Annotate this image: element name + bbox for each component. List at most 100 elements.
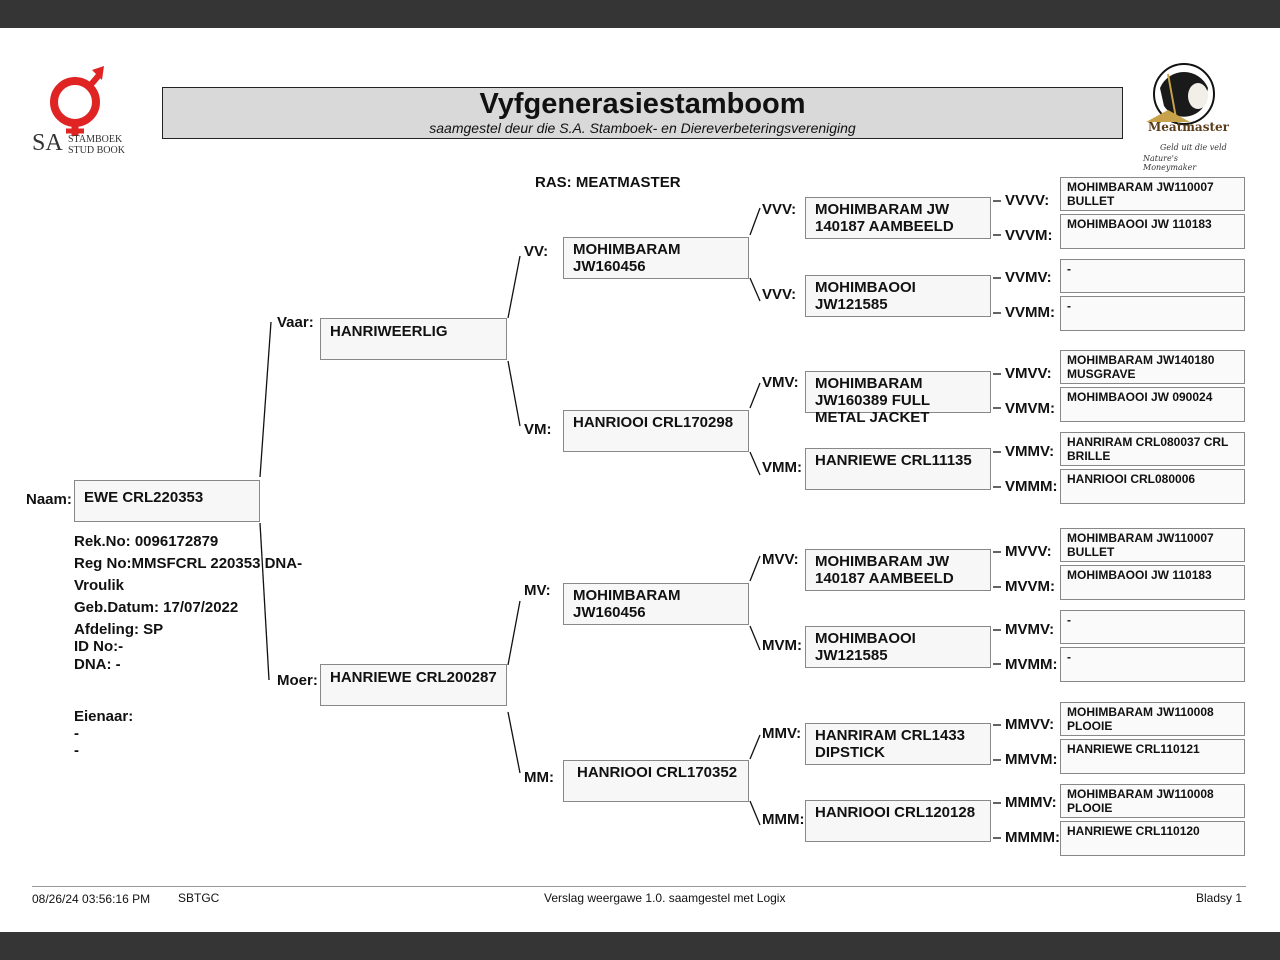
mvm-label: MVM: bbox=[762, 637, 802, 654]
vmv-name: MOHIMBARAM JW160389 FULL METAL JACKET bbox=[815, 375, 930, 426]
gen4-label-11: MVMV: bbox=[1005, 621, 1055, 638]
gen4-label-5: VMVV: bbox=[1005, 365, 1052, 382]
gen4-label-15: MMMV: bbox=[1005, 794, 1057, 811]
mmm-label: MMM: bbox=[762, 811, 805, 828]
vmv-box: MOHIMBARAM JW160389 FULL METAL JACKET bbox=[805, 371, 991, 426]
animal-rek-no: Rek.No: 0096172879 bbox=[74, 533, 219, 550]
page-title: Vyfgenerasiestamboom bbox=[479, 88, 806, 120]
footer-code: SBTGC bbox=[178, 891, 220, 905]
gen4-label-14: MMVM: bbox=[1005, 751, 1058, 768]
gen4-name-1: MOHIMBARAM JW110007 BULLET bbox=[1067, 180, 1214, 208]
pedigree-page: SA STAMBOEK STUD BOOK Vyfgenerasiestambo… bbox=[0, 28, 1280, 932]
animal-name: EWE CRL220353 bbox=[84, 489, 204, 506]
gen4-box-7: HANRIRAM CRL080037 CRL BRILLE bbox=[1060, 432, 1245, 466]
mvm-name: MOHIMBAOOI JW121585 bbox=[815, 630, 916, 664]
gen4-label-8: VMMM: bbox=[1005, 478, 1058, 495]
gen4-label-4: VVMM: bbox=[1005, 304, 1055, 321]
mv-name: MOHIMBARAM JW160456 bbox=[573, 587, 681, 621]
gen4-name-3: - bbox=[1067, 262, 1071, 276]
owner-label: Eienaar: bbox=[74, 708, 134, 725]
mvv-label: MVV: bbox=[762, 551, 799, 568]
gen4-box-16: HANRIEWE CRL110120 bbox=[1060, 821, 1245, 856]
footer-rule bbox=[32, 886, 1246, 887]
mvm-box: MOHIMBAOOI JW121585 bbox=[805, 626, 991, 668]
mm-box: HANRIOOI CRL170352 bbox=[563, 760, 749, 802]
title-banner: Vyfgenerasiestamboom saamgestel deur die… bbox=[162, 87, 1123, 139]
gen4-label-12: MVMM: bbox=[1005, 656, 1058, 673]
gen4-box-10: MOHIMBAOOI JW 110183 bbox=[1060, 565, 1245, 600]
gen4-box-2: MOHIMBAOOI JW 110183 bbox=[1060, 214, 1245, 249]
studbook-line2: STUD BOOK bbox=[68, 145, 125, 156]
mmm-box: HANRIOOI CRL120128 bbox=[805, 800, 991, 842]
vvv-box: MOHIMBARAM JW 140187 AAMBEELD bbox=[805, 197, 991, 239]
studbook-emblem-icon bbox=[50, 66, 104, 136]
gen4-name-4: - bbox=[1067, 299, 1071, 313]
gen4-box-3: - bbox=[1060, 259, 1245, 293]
vmm-box: HANRIEWE CRL11135 bbox=[805, 448, 991, 490]
mmm-name: HANRIOOI CRL120128 bbox=[815, 804, 976, 821]
gen4-box-12: - bbox=[1060, 647, 1245, 682]
gen4-box-8: HANRIOOI CRL080006 bbox=[1060, 469, 1245, 504]
vm-label: VM: bbox=[524, 421, 552, 438]
mvv-name: MOHIMBARAM JW 140187 AAMBEELD bbox=[815, 553, 954, 587]
gen4-box-4: - bbox=[1060, 296, 1245, 331]
mmv-label: MMV: bbox=[762, 725, 802, 742]
mvv-box: MOHIMBARAM JW 140187 AAMBEELD bbox=[805, 549, 991, 591]
footer-page-number: Bladsy 1 bbox=[1196, 891, 1243, 905]
gen4-box-14: HANRIEWE CRL110121 bbox=[1060, 739, 1245, 774]
vvm-name: MOHIMBAOOI JW121585 bbox=[815, 279, 916, 313]
footer-datetime: 08/26/24 03:56:16 PM bbox=[32, 892, 151, 906]
vv-box: MOHIMBARAM JW160456 bbox=[563, 237, 749, 279]
mm-label: MM: bbox=[524, 769, 554, 786]
mmv-box: HANRIRAM CRL1433 DIPSTICK bbox=[805, 723, 991, 765]
gen4-name-15: MOHIMBARAM JW110008 PLOOIE bbox=[1067, 787, 1214, 815]
gen4-label-10: MVVM: bbox=[1005, 578, 1055, 595]
gen4-label-16: MMMM: bbox=[1005, 829, 1060, 846]
viewer-top-bar bbox=[0, 0, 1280, 28]
gen4-box-11: - bbox=[1060, 610, 1245, 644]
gen4-name-10: MOHIMBAOOI JW 110183 bbox=[1067, 568, 1212, 582]
animal-reg-no: Reg No:MMSFCRL 220353 DNA- bbox=[74, 555, 303, 572]
animal-name-label: Naam: bbox=[26, 491, 72, 508]
owner-line-1: - bbox=[74, 725, 79, 742]
gen4-label-2: VVVM: bbox=[1005, 227, 1053, 244]
vm-box: HANRIOOI CRL170298 bbox=[563, 410, 749, 452]
animal-name-box: EWE CRL220353 bbox=[74, 480, 260, 522]
gen4-name-5: MOHIMBARAM JW140180 MUSGRAVE bbox=[1067, 353, 1215, 381]
gen4-name-7: HANRIRAM CRL080037 CRL BRILLE bbox=[1067, 435, 1229, 463]
owner-line-2: - bbox=[74, 742, 79, 759]
gen4-name-2: MOHIMBAOOI JW 110183 bbox=[1067, 217, 1212, 231]
meatmaster-emblem-icon bbox=[1146, 63, 1215, 125]
sire-box: HANRIWEERLIG bbox=[320, 318, 507, 360]
breed-label: RAS: MEATMASTER bbox=[535, 174, 681, 191]
footer-report: Verslag weergawe 1.0. saamgestel met Log… bbox=[544, 891, 786, 905]
studbook-sa-mark: SA bbox=[32, 130, 63, 156]
gen4-name-8: HANRIOOI CRL080006 bbox=[1067, 472, 1196, 486]
gen4-name-14: HANRIEWE CRL110121 bbox=[1067, 742, 1200, 756]
mmv-name: HANRIRAM CRL1433 DIPSTICK bbox=[815, 727, 966, 761]
gen4-name-6: MOHIMBAOOI JW 090024 bbox=[1067, 390, 1213, 404]
animal-sex: Vroulik bbox=[74, 577, 125, 594]
page-subtitle: saamgestel deur die S.A. Stamboek- en Di… bbox=[429, 120, 856, 136]
sa-studbook-logo: SA STAMBOEK STUD BOOK bbox=[30, 56, 140, 156]
meatmaster-tagline-1: Geld uit die veld bbox=[1160, 143, 1227, 152]
viewer-bottom-bar bbox=[0, 932, 1280, 960]
gen4-box-5: MOHIMBARAM JW140180 MUSGRAVE bbox=[1060, 350, 1245, 384]
meatmaster-brand: Meatmaster bbox=[1148, 120, 1229, 134]
vmm-name: HANRIEWE CRL11135 bbox=[815, 452, 972, 469]
gen4-label-1: VVVV: bbox=[1005, 192, 1050, 209]
gen4-label-9: MVVV: bbox=[1005, 543, 1052, 560]
mv-box: MOHIMBARAM JW160456 bbox=[563, 583, 749, 625]
mv-label: MV: bbox=[524, 582, 551, 599]
dam-name: HANRIEWE CRL200287 bbox=[330, 669, 497, 686]
gen4-label-6: VMVM: bbox=[1005, 400, 1055, 417]
gen4-box-13: MOHIMBARAM JW110008 PLOOIE bbox=[1060, 702, 1245, 736]
gen4-box-15: MOHIMBARAM JW110008 PLOOIE bbox=[1060, 784, 1245, 818]
animal-section: Afdeling: SP bbox=[74, 621, 164, 638]
mm-name: HANRIOOI CRL170352 bbox=[577, 764, 738, 781]
vvm-label: VVV: bbox=[762, 286, 797, 303]
gen4-box-6: MOHIMBAOOI JW 090024 bbox=[1060, 387, 1245, 422]
vvm-box: MOHIMBAOOI JW121585 bbox=[805, 275, 991, 317]
gen4-name-11: - bbox=[1067, 613, 1071, 627]
vv-name: MOHIMBARAM JW160456 bbox=[573, 241, 681, 275]
